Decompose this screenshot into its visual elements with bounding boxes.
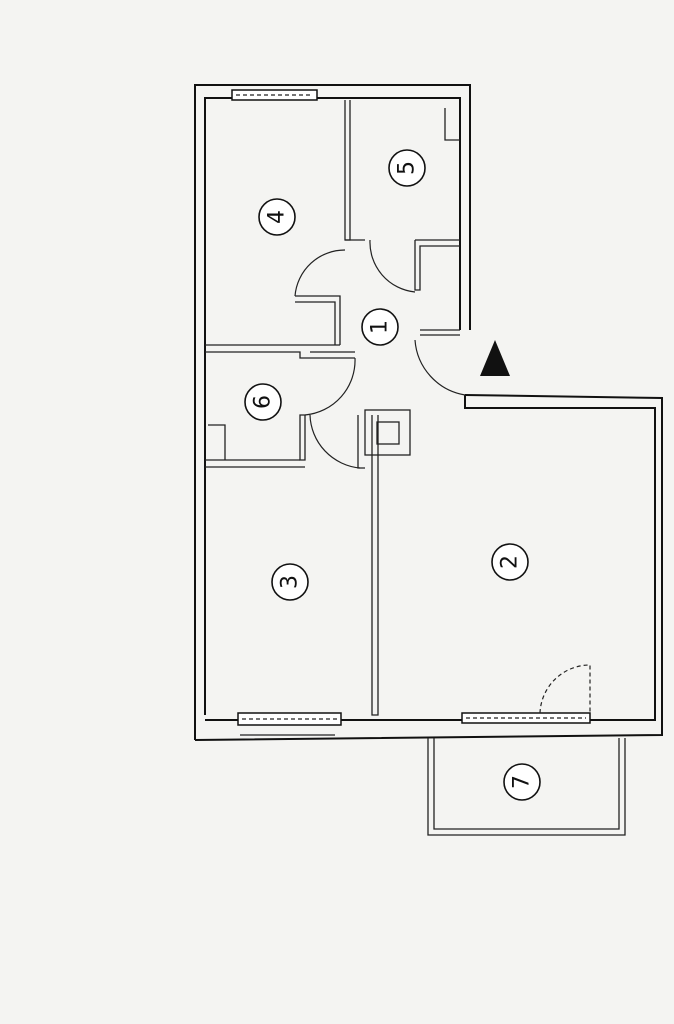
room-label-6: 6 [244,383,282,421]
room-label-3: 3 [271,563,309,601]
interior-walls [205,100,460,716]
entrance-triangle-icon [480,340,510,376]
room-label-2: 2 [491,543,529,581]
outer-walls [194,84,663,741]
room-number: 2 [498,555,523,569]
room-label-1: 1 [361,308,399,346]
room-number: 4 [265,210,290,224]
room-number: 5 [395,161,420,175]
room-number: 1 [368,320,393,334]
room-number: 3 [278,575,303,589]
room-label-4: 4 [258,198,296,236]
room-number: 7 [510,775,535,789]
windows [231,89,591,736]
room-number: 6 [251,395,276,409]
room-label-7: 7 [503,763,541,801]
doors [294,239,591,714]
balcony [427,738,626,836]
room-label-5: 5 [388,149,426,187]
